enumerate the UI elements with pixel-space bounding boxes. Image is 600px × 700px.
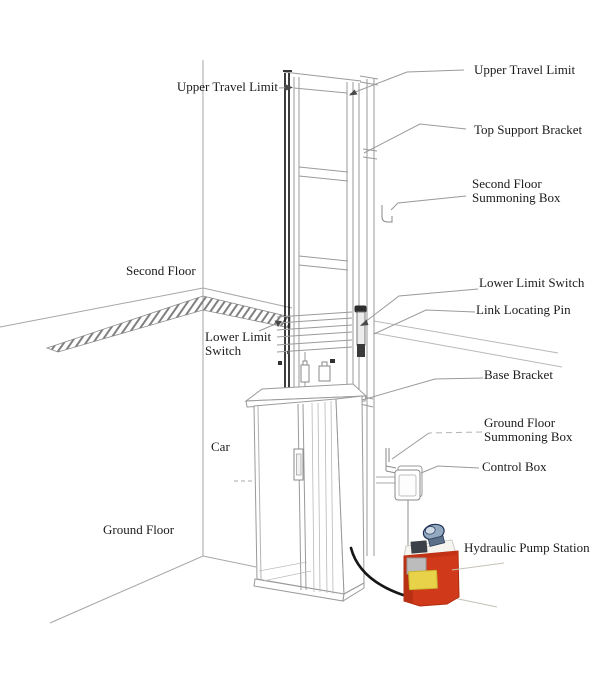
leader-lower-limit-switch-right xyxy=(360,288,479,326)
top-support-bracket-part xyxy=(362,148,378,160)
label-line: Second Floor xyxy=(472,176,542,191)
pump-motor xyxy=(422,523,446,547)
carriage xyxy=(276,311,353,387)
label-link-locating-pin: Link Locating Pin xyxy=(476,302,571,317)
leader-lower-limit-switch-left xyxy=(258,322,280,332)
leader-base-bracket xyxy=(361,377,484,401)
mast xyxy=(283,70,379,556)
label-base-bracket: Base Bracket xyxy=(484,367,553,382)
label-line: Lower Limit xyxy=(205,329,272,344)
second-floor-summoning-box-part xyxy=(381,205,393,223)
leader-lines xyxy=(234,69,505,571)
leader-link-locating-pin xyxy=(373,309,476,335)
hydraulic-pump-drawing xyxy=(403,523,460,607)
label-line: Summoning Box xyxy=(484,429,573,444)
car-drawing xyxy=(244,383,368,602)
label-hydraulic-pump-station: Hydraulic Pump Station xyxy=(464,540,590,555)
label-line: Ground Floor xyxy=(484,415,556,430)
leader-second-floor-summoning-box xyxy=(390,195,467,211)
leader-top-support-bracket xyxy=(363,123,467,154)
label-upper-travel-limit-left: Upper Travel Limit xyxy=(176,79,278,94)
label-second-floor-summoning-box: Second Floor Summoning Box xyxy=(472,177,561,205)
car-door-seam xyxy=(297,403,307,591)
leader-control-box xyxy=(420,465,480,474)
summoning-box-hooks xyxy=(381,205,397,474)
leader-ground-floor-summoning-box xyxy=(428,431,483,434)
label-line: Switch xyxy=(205,343,242,358)
pump-yellow-plate xyxy=(408,569,438,591)
label-lower-limit-switch-right: Lower Limit Switch xyxy=(479,275,585,290)
label-car: Car xyxy=(211,439,230,454)
label-top-support-bracket: Top Support Bracket xyxy=(474,122,583,137)
leader-arrowheads xyxy=(274,84,369,327)
link-locating-pin-part xyxy=(354,305,367,357)
label-control-box: Control Box xyxy=(482,459,547,474)
label-upper-travel-limit-right: Upper Travel Limit xyxy=(474,62,576,77)
label-ground-floor-summoning-box: Ground Floor Summoning Box xyxy=(484,416,573,444)
control-box-drawing xyxy=(376,465,423,551)
cable xyxy=(349,546,405,597)
label-line: Summoning Box xyxy=(472,190,561,205)
label-lower-limit-switch-left: Lower Limit Switch xyxy=(205,330,271,358)
leader-hydraulic-pump-station xyxy=(451,562,505,571)
label-second-floor: Second Floor xyxy=(126,263,196,278)
leader-upper-travel-limit-right xyxy=(349,69,465,95)
label-ground-floor: Ground Floor xyxy=(103,522,175,537)
second-floor-slab xyxy=(45,295,563,368)
ground-floor-summoning-box-part xyxy=(385,448,397,474)
